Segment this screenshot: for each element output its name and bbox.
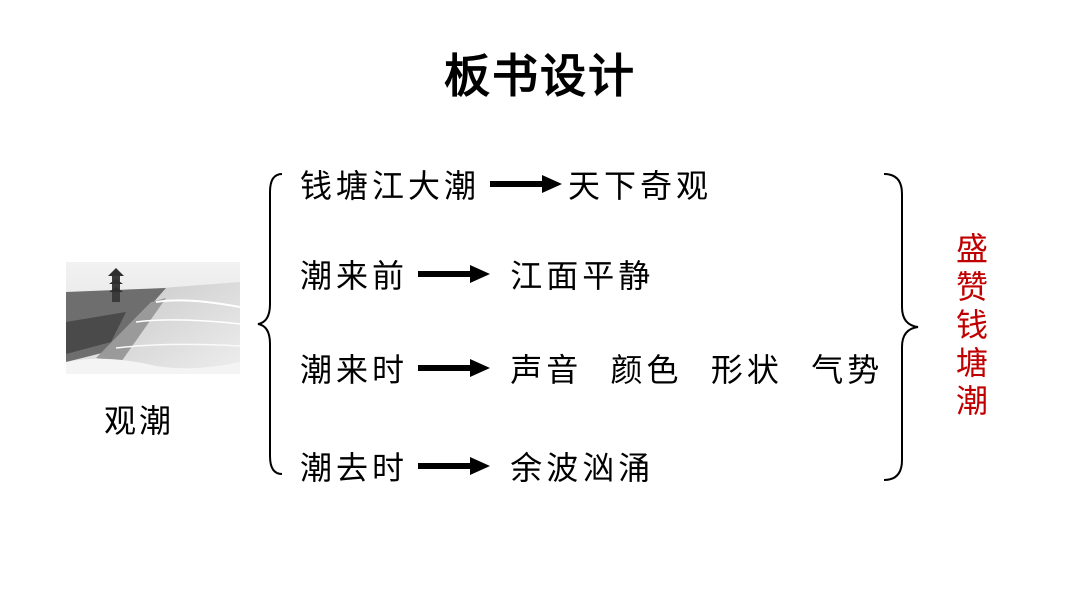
row-label: 潮来前 xyxy=(300,257,409,295)
conclusion-char: 赞 xyxy=(955,268,988,306)
list-item: 潮来前 江面平静 xyxy=(300,254,655,295)
right-arrow-icon xyxy=(418,457,491,475)
row-description: 声音 颜色 形状 气势 xyxy=(496,351,884,389)
conclusion-char: 钱 xyxy=(955,306,988,344)
conclusion-vertical-text: 盛 赞 钱 塘 潮 xyxy=(952,230,992,420)
right-arrow-icon xyxy=(418,265,491,283)
list-item: 潮来时 声音 颜色 形状 气势 xyxy=(300,348,884,389)
conclusion-char: 塘 xyxy=(955,344,988,382)
left-brace xyxy=(257,173,283,475)
row-label: 钱塘江大潮 xyxy=(300,167,481,205)
row-label: 潮去时 xyxy=(300,449,409,487)
right-arrow-icon xyxy=(418,359,491,377)
tidal-bore-photo xyxy=(66,262,240,374)
row-description: 余波汹涌 xyxy=(496,449,655,487)
list-item: 潮去时 余波汹涌 xyxy=(300,446,655,487)
right-brace xyxy=(883,173,919,481)
row-description: 天下奇观 xyxy=(568,167,713,205)
photo-caption: 观潮 xyxy=(104,402,175,440)
conclusion-char: 潮 xyxy=(955,382,988,420)
slide-title: 板书设计 xyxy=(444,49,636,103)
row-description: 江面平静 xyxy=(496,257,655,295)
right-arrow-icon xyxy=(490,175,563,193)
conclusion-char: 盛 xyxy=(955,230,988,268)
row-label: 潮来时 xyxy=(300,351,409,389)
list-item: 钱塘江大潮 天下奇观 xyxy=(300,164,713,205)
